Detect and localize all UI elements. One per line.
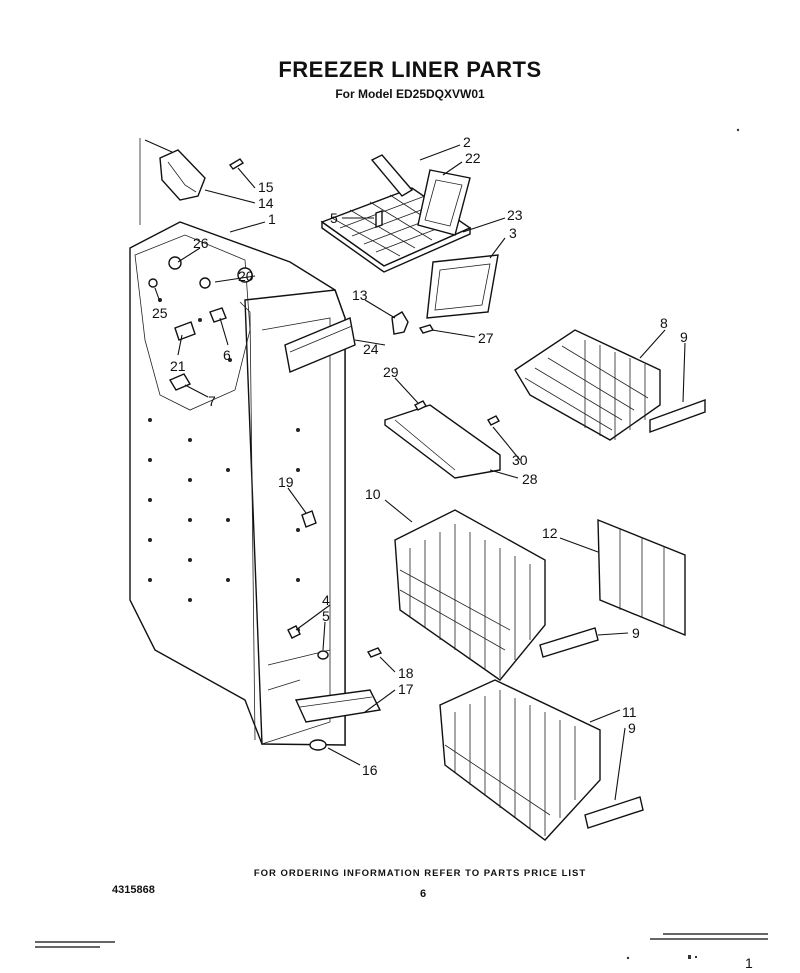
page-number: 6 <box>420 888 427 900</box>
callout-29: 29 <box>383 364 399 380</box>
callout-27: 27 <box>478 330 494 346</box>
callout-3: 3 <box>509 225 517 241</box>
callout-16: 16 <box>362 762 378 778</box>
callout-5-lower: 5 <box>322 608 330 624</box>
model-subtitle: For Model ED25DQXVW01 <box>335 87 485 101</box>
liner-hardware <box>148 256 253 391</box>
lower-hardware <box>287 510 383 751</box>
basket-10 <box>394 509 599 681</box>
callout-7: 7 <box>208 393 216 409</box>
callout-23: 23 <box>507 207 523 223</box>
bracket-14 <box>139 138 245 225</box>
clip-13 <box>391 311 435 335</box>
page-mark: 1 <box>745 955 753 971</box>
callout-4: 4 <box>322 592 330 608</box>
callout-18: 18 <box>398 665 414 681</box>
callout-5-shelf: 5 <box>330 210 338 226</box>
shelf-assembly <box>320 154 499 319</box>
callout-25: 25 <box>152 305 168 321</box>
callout-28: 28 <box>522 471 538 487</box>
callout-14: 14 <box>258 195 274 211</box>
callout-30: 30 <box>512 452 528 468</box>
ordering-note: FOR ORDERING INFORMATION REFER TO PARTS … <box>253 868 587 879</box>
basket-11 <box>439 679 644 841</box>
callout-13: 13 <box>352 287 368 303</box>
callout-6: 6 <box>223 347 231 363</box>
callout-10: 10 <box>365 486 381 502</box>
callout-9-bottom: 9 <box>628 720 636 736</box>
callout-17: 17 <box>398 681 414 697</box>
callout-labels: 2 22 23 3 5 15 14 1 26 20 25 21 6 7 13 2… <box>152 134 688 778</box>
basket-8 <box>514 329 706 441</box>
callout-19: 19 <box>278 474 294 490</box>
callout-20: 20 <box>238 268 254 284</box>
leader-lines <box>154 144 686 801</box>
callout-15: 15 <box>258 179 274 195</box>
callout-1: 1 <box>268 211 276 227</box>
callout-21: 21 <box>170 358 186 374</box>
cover-24 <box>284 317 356 373</box>
divider-12 <box>597 518 686 637</box>
callout-12: 12 <box>542 525 558 541</box>
page-title: FREEZER LINER PARTS <box>278 57 542 82</box>
callout-24: 24 <box>363 341 379 357</box>
callout-8: 8 <box>660 315 668 331</box>
callout-9-mid: 9 <box>632 625 640 641</box>
freezer-liner <box>129 221 346 747</box>
callout-9-top: 9 <box>680 329 688 345</box>
callout-22: 22 <box>465 150 481 166</box>
document-number: 4315868 <box>112 884 155 896</box>
slide-rail-28 <box>384 400 501 479</box>
callout-11: 11 <box>622 704 637 720</box>
callout-2: 2 <box>463 134 471 150</box>
callout-26: 26 <box>193 235 209 251</box>
